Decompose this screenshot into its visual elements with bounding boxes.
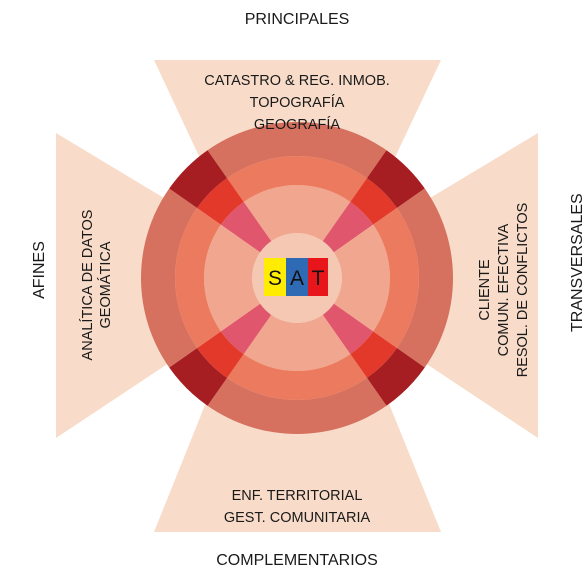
inner-ring-sector-top	[243, 184, 351, 242]
sector-top-text: CATASTRO & REG. INMOB. TOPOGRAFÍA GEOGRA…	[204, 73, 390, 133]
sector-top-line-3: GEOGRAFÍA	[254, 116, 341, 133]
inner-ring-sector-bottom-diag	[220, 303, 272, 355]
label-transversales: TRANSVERSALES	[569, 193, 586, 332]
inner-ring-sector-right-diag	[322, 303, 374, 355]
core-a-box	[286, 258, 308, 296]
inner-ring-sector-right	[333, 224, 391, 332]
sector-top-line-1: CATASTRO & REG. INMOB.	[204, 73, 390, 89]
sector-bottom-line-1: ENF. TERRITORIAL	[232, 488, 363, 504]
middle-ring-sector-bottom	[227, 354, 367, 400]
sector-right-line-1: CLIENTE	[477, 259, 493, 321]
outer-ring-sector-top	[207, 122, 387, 179]
inner-ring-sector-bottom	[243, 314, 351, 371]
sector-right-text: CLIENTE COMUN. EFECTIVA RESOL. DE CONFLI…	[477, 203, 531, 378]
label-afines: AFINES	[31, 241, 48, 299]
inner-ring-sector-left	[204, 224, 261, 332]
middle-ring-sector-left-diag	[197, 178, 244, 225]
outer-ring-sector-left-diag	[169, 150, 228, 209]
inner-ring-sector-top-diag	[322, 201, 374, 253]
middle-ring-sector-bottom-diag	[197, 331, 244, 378]
sector-bottom-text: ENF. TERRITORIAL GEST. COMUNITARIA	[224, 488, 371, 526]
sector-right-line-2: COMUN. EFECTIVA	[496, 223, 512, 356]
outer-ring-sector-left	[141, 188, 198, 368]
core-letter-a: A	[290, 267, 304, 290]
sat-core: S A T	[264, 258, 328, 296]
middle-ring-sector-top	[227, 155, 367, 202]
middle-ring-sector-right-diag	[350, 331, 397, 378]
sector-right-line-3: RESOL. DE CONFLICTOS	[515, 203, 531, 378]
outer-ring-sector-bottom	[207, 377, 387, 434]
inner-ring-sector-left-diag	[220, 201, 272, 253]
outer-ring-sector-right	[396, 188, 453, 368]
middle-ring-sector-top-diag	[350, 178, 397, 225]
outer-ring-sector-right-diag	[366, 347, 425, 406]
middle-ring-sector-right	[373, 208, 419, 348]
core-letter-t: T	[312, 267, 325, 290]
outer-ring-sector-bottom-diag	[169, 347, 228, 406]
outer-ring-sector-top-diag	[366, 150, 425, 209]
sector-left-text: ANALÍTICA DE DATOS GEOMÁTICA	[79, 210, 114, 361]
sector-top-line-2: TOPOGRAFÍA	[250, 94, 345, 111]
label-complementarios: COMPLEMENTARIOS	[216, 552, 378, 569]
core-t-box	[308, 258, 328, 296]
sector-left-line-2: GEOMÁTICA	[97, 241, 114, 328]
middle-ring-sector-left	[175, 208, 221, 348]
core-ring-sector-bottom	[271, 278, 323, 323]
core-letter-s: S	[268, 267, 282, 290]
sector-bottom-line-2: GEST. COMUNITARIA	[224, 510, 371, 526]
core-s-box	[264, 258, 286, 296]
label-principales: PRINCIPALES	[245, 11, 350, 28]
core-ring-sector-top	[271, 232, 323, 278]
sector-left-line-1: ANALÍTICA DE DATOS	[79, 210, 96, 361]
